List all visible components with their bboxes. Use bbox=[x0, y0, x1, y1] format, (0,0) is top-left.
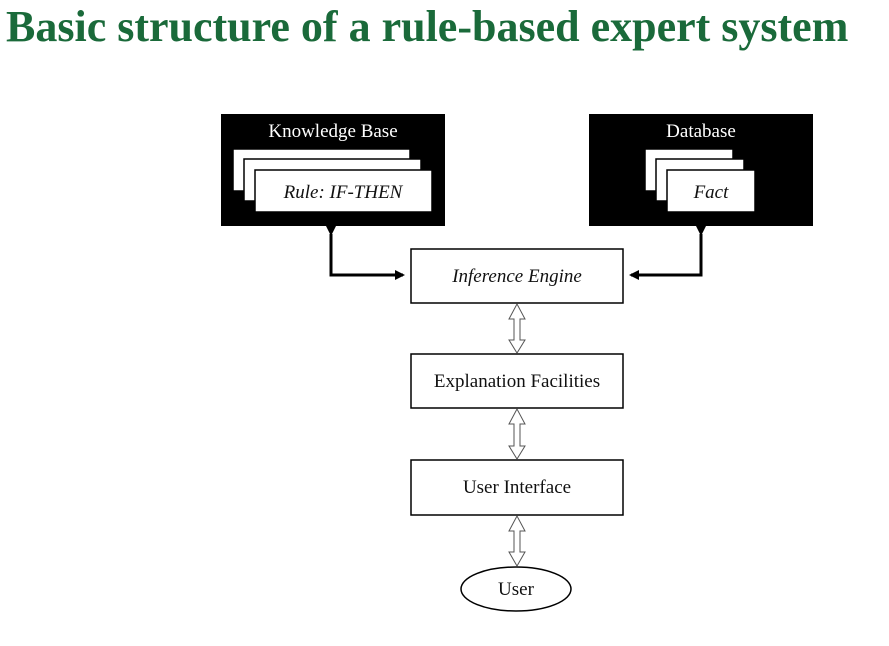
explanation-facilities-box bbox=[410, 353, 624, 409]
user-interface-box bbox=[410, 459, 624, 516]
fact-card-label: Fact bbox=[693, 182, 730, 203]
explanation-facilities-label: Explanation Facilities bbox=[434, 371, 600, 392]
explanation-interface-arrow bbox=[508, 407, 526, 460]
user-label: User bbox=[498, 579, 535, 600]
kb-inference-line bbox=[326, 226, 405, 280]
rule-card-label: Rule: IF-THEN bbox=[283, 182, 404, 203]
user-interface-node: User Interface bbox=[410, 459, 624, 516]
fact-card-front bbox=[666, 169, 756, 213]
explanation-facilities-node: Explanation Facilities bbox=[410, 353, 624, 409]
inference-engine-box bbox=[410, 248, 624, 304]
user-ellipse bbox=[460, 566, 572, 612]
db-inference-connector bbox=[629, 226, 706, 280]
rule-card-front bbox=[254, 169, 433, 213]
user-interface-label: User Interface bbox=[463, 477, 571, 498]
slide-title: Basic structure of a rule-based expert s… bbox=[6, 2, 849, 51]
database-block: Database Fact bbox=[589, 114, 813, 226]
inference-engine-node: Inference Engine bbox=[410, 248, 624, 304]
inference-engine-label: Inference Engine bbox=[451, 266, 582, 287]
interface-user-arrow bbox=[508, 514, 526, 568]
inference-explanation-arrow bbox=[508, 302, 526, 354]
user-node: User bbox=[460, 566, 572, 612]
db-inference-line bbox=[629, 226, 706, 280]
database-label: Database bbox=[666, 121, 736, 142]
knowledge-base-block: Knowledge Base Rule: IF-THEN bbox=[221, 114, 445, 226]
kb-inference-connector bbox=[326, 226, 405, 280]
knowledge-base-label: Knowledge Base bbox=[268, 121, 397, 142]
